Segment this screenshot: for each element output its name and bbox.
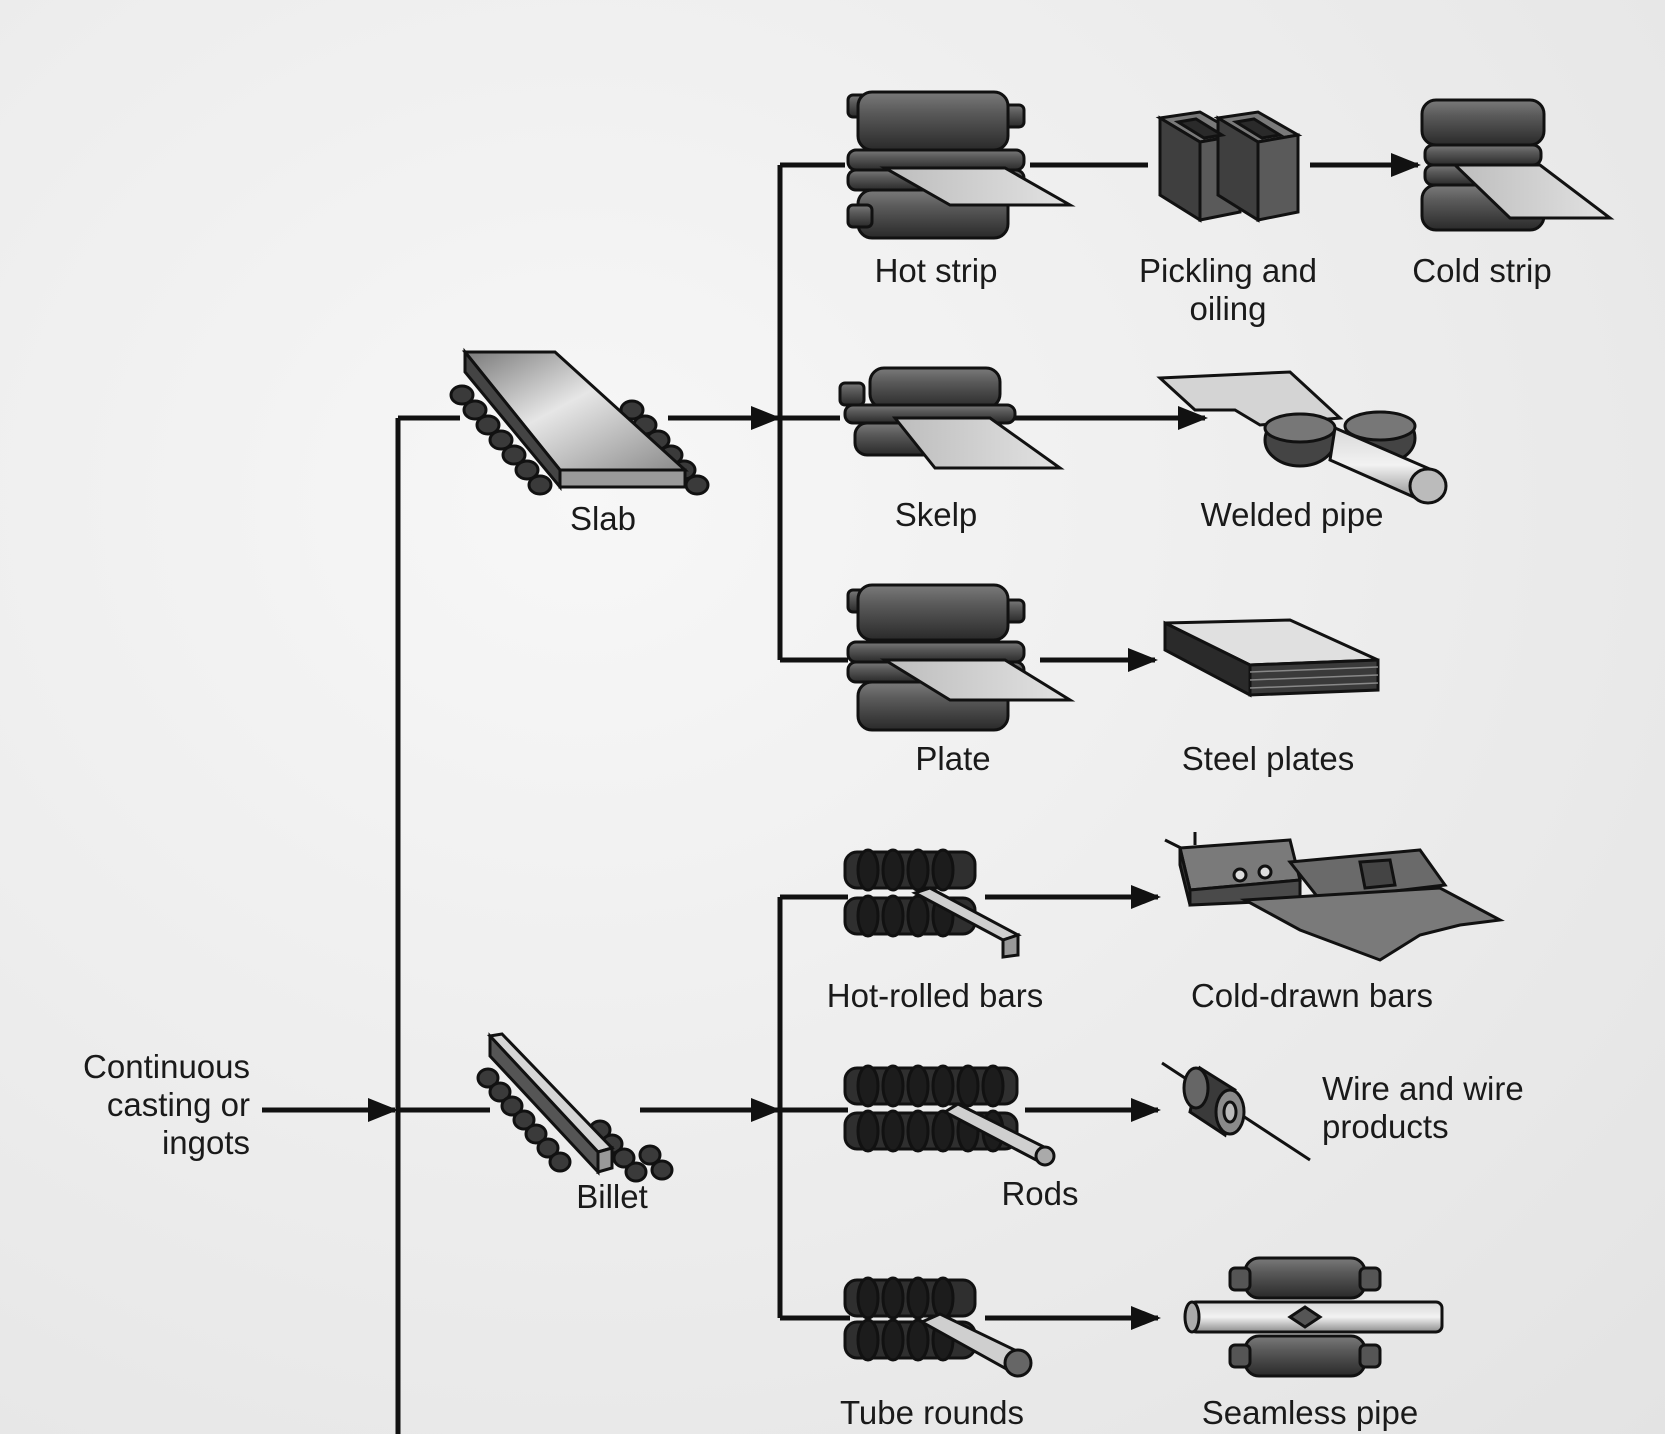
steel-plates-icon <box>1163 618 1380 698</box>
seamless-pipe-label: Seamless pipe <box>1201 1394 1419 1431</box>
cold-strip-label: Cold strip <box>1412 252 1552 289</box>
wire-die-icon <box>1161 1061 1311 1162</box>
flow-lines <box>262 153 1421 1434</box>
skelp-label: Skelp <box>894 496 978 533</box>
billet-icon <box>476 1032 674 1183</box>
pickling-label-line-1: Pickling and <box>1139 252 1317 289</box>
steel-plates-label: Steel plates <box>1181 740 1355 777</box>
cold-drawn-bars-label: Cold-drawn bars <box>1190 977 1434 1014</box>
billet-label: Billet <box>576 1178 648 1215</box>
plate-label: Plate <box>915 740 991 777</box>
tube-rounds-label: Tube rounds <box>839 1394 1025 1431</box>
seamless-pipe-icon <box>1183 1256 1444 1378</box>
hot-rolled-bars-label: Hot-rolled bars <box>826 977 1044 1014</box>
slab-icon <box>449 347 710 496</box>
cold-strip-mill-icon <box>1420 98 1615 232</box>
welded-pipe-label: Welded pipe <box>1200 496 1384 533</box>
rods-label: Rods <box>1001 1175 1079 1212</box>
source-label-line-1: Continuous <box>83 1048 250 1085</box>
pickling-tanks-icon <box>1155 110 1303 223</box>
slab-label: Slab <box>569 500 637 537</box>
wire-label-line-1: Wire and wire <box>1322 1070 1524 1107</box>
rods-mill-icon <box>843 1064 1056 1167</box>
source-label-line-3: ingots <box>161 1124 250 1161</box>
hot-strip-mill-icon <box>846 90 1076 240</box>
pickling-label: Pickling and oiling <box>1139 252 1317 328</box>
plate-mill-icon <box>846 583 1076 732</box>
source-label: Continuous casting or ingots <box>40 1048 250 1162</box>
welded-pipe-icon <box>1156 370 1448 505</box>
cold-drawn-bars-icon <box>1164 832 1505 962</box>
tube-rounds-mill-icon <box>843 1276 1033 1378</box>
wire-label: Wire and wire products <box>1322 1070 1524 1146</box>
hot-rolled-bars-mill-icon <box>843 848 1022 959</box>
source-label-line-2: casting or <box>106 1086 250 1123</box>
skelp-mill-icon <box>838 366 1065 470</box>
hot-strip-label: Hot strip <box>874 252 998 289</box>
wire-label-line-2: products <box>1322 1108 1449 1145</box>
pickling-label-line-2: oiling <box>1189 290 1267 327</box>
